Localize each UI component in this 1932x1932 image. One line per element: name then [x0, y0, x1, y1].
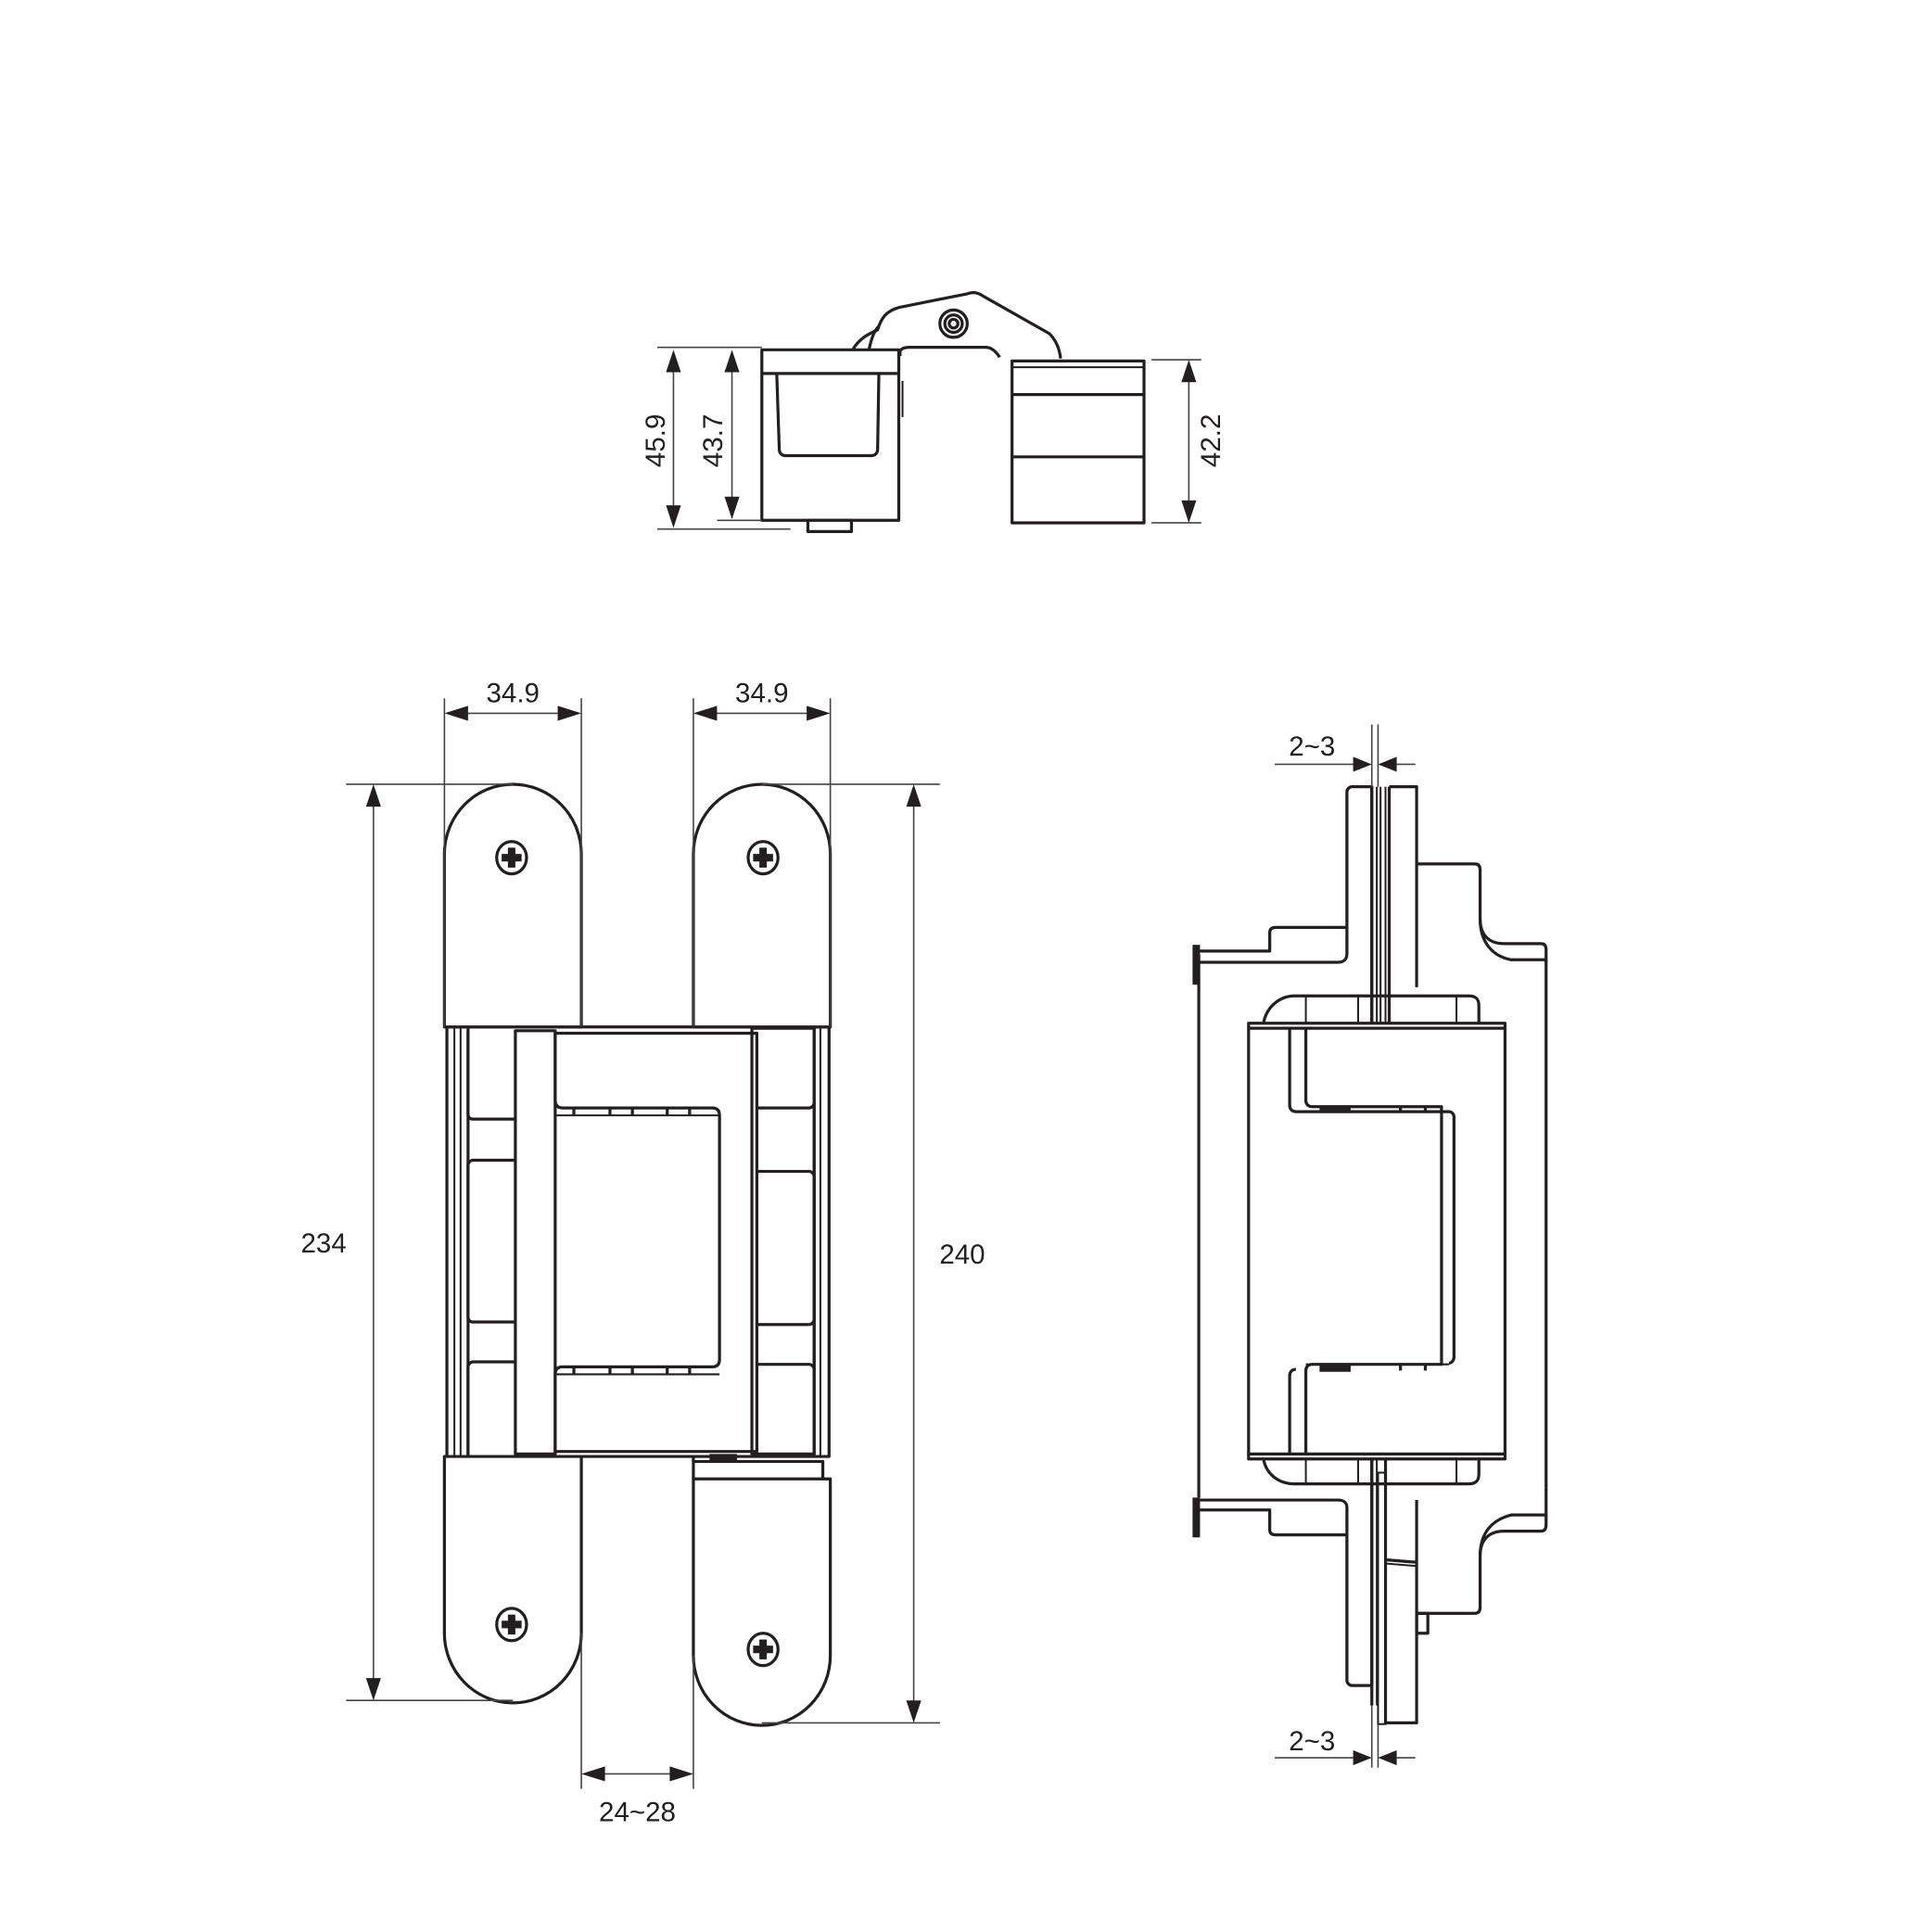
dim-43-7: 43.7	[698, 414, 729, 467]
dim-2-3-top: 2~3	[1289, 731, 1335, 762]
leaf-bottom-right	[692, 1477, 833, 1727]
dim-42-2: 42.2	[1196, 414, 1227, 467]
leaf-top-left	[442, 782, 583, 1029]
dim-234: 234	[300, 1228, 346, 1259]
dim-45-9: 45.9	[641, 414, 671, 467]
top-view: 45.9 43.7 42.2	[641, 290, 1227, 533]
dim-2-3-bottom: 2~3	[1289, 1726, 1335, 1757]
leaf-bottom-left	[442, 1455, 583, 1705]
pivot-pin-icon	[938, 308, 969, 339]
screw-icon	[746, 1632, 780, 1668]
screw-icon	[495, 840, 528, 876]
screw-icon	[746, 840, 780, 876]
side-view: 2~3 2~3	[1192, 724, 1548, 1768]
front-view: 34.9 34.9 234 240 24~28	[300, 678, 985, 1827]
dim-240: 240	[939, 1239, 985, 1270]
dim-34-9-right: 34.9	[735, 678, 788, 708]
right-body	[1010, 359, 1146, 525]
dim-24-28: 24~28	[599, 1797, 676, 1827]
dim-34-9-left: 34.9	[486, 678, 539, 708]
screw-icon	[495, 1607, 528, 1643]
leaf-top-right	[692, 782, 833, 1029]
